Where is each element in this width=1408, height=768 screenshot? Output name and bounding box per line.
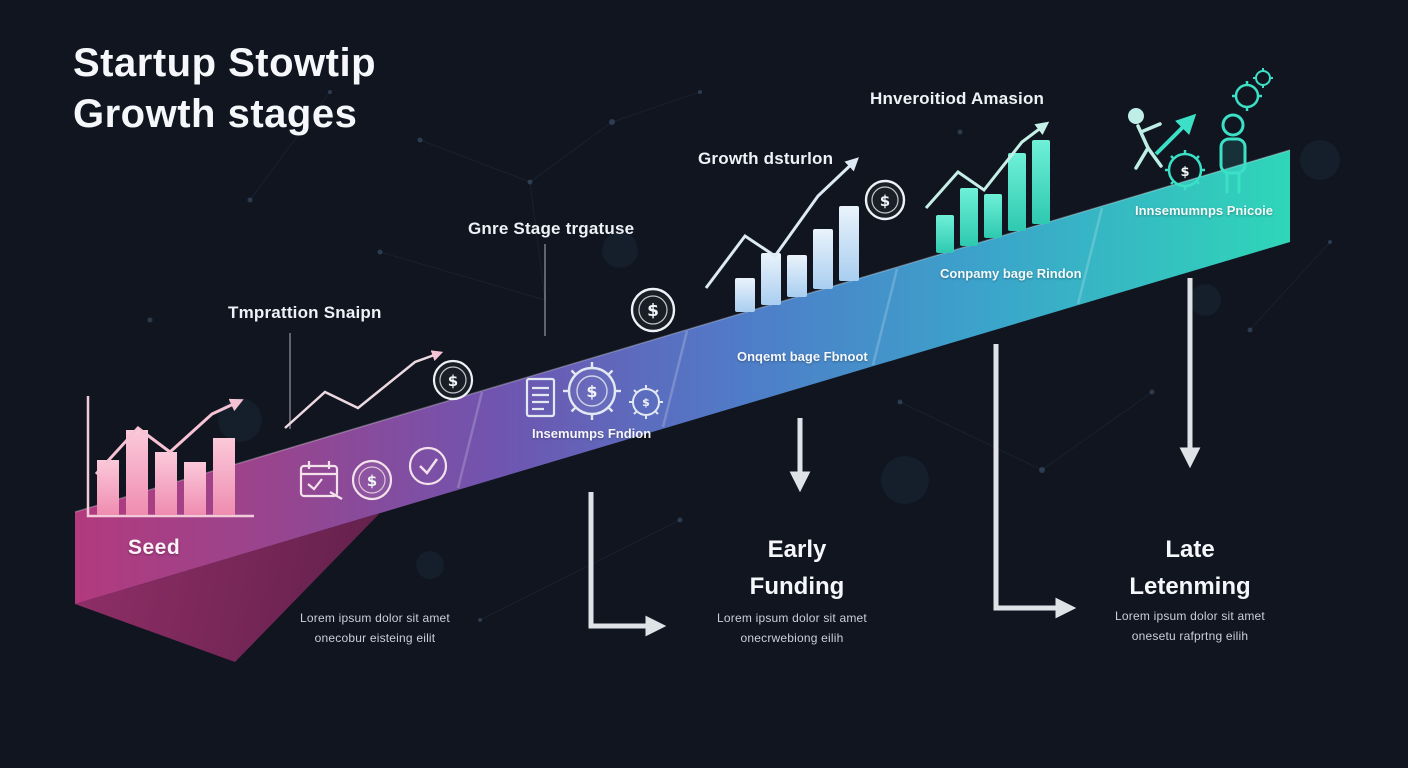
person-climbing-icon bbox=[1128, 108, 1163, 170]
gear-dollar-teal-icon: $ bbox=[1165, 150, 1205, 190]
caption-late: Lorem ipsum dolor sit amet onesetu rafpr… bbox=[1070, 606, 1310, 647]
ramp-stage-label-2: Onqemt bage Fbnoot bbox=[737, 349, 868, 364]
background-network bbox=[147, 90, 1340, 622]
caption-seed-line-1: Lorem ipsum dolor sit amet bbox=[300, 611, 450, 625]
early-line-1: Early bbox=[767, 536, 827, 563]
milestone-connectors bbox=[289, 244, 546, 429]
dollar-glyph: $ bbox=[367, 472, 377, 490]
gear-dollar-icon: $ bbox=[563, 362, 621, 420]
milestone-label-3: Growth dsturlon bbox=[698, 149, 834, 168]
late-line-1: Late bbox=[1165, 536, 1215, 563]
caption-early-line-2: onecrwebiong eilih bbox=[740, 631, 844, 646]
dollar-coin-icon: $ bbox=[864, 179, 906, 221]
dollar-coin-icon: $ bbox=[630, 287, 676, 333]
title-line-2: Growth stages bbox=[73, 92, 358, 137]
dollar-glyph: $ bbox=[880, 192, 890, 210]
document-icon bbox=[525, 377, 556, 418]
gears-icon bbox=[1232, 68, 1273, 111]
flow-arrows bbox=[588, 278, 1201, 637]
dollar-glyph: $ bbox=[586, 382, 597, 401]
person-icon bbox=[1219, 113, 1247, 194]
elbow-arrow-1 bbox=[588, 492, 667, 637]
calendar-icon bbox=[299, 461, 343, 500]
money-coin-icon: $ bbox=[432, 359, 474, 401]
caption-late-line-2: onesetu rafprtng eilih bbox=[1131, 629, 1249, 644]
milestone-label-2: Gnre Stage trgatuse bbox=[468, 219, 635, 238]
stage-label-seed: Seed bbox=[128, 536, 181, 559]
dollar-glyph: $ bbox=[1180, 165, 1189, 180]
seed-bar-chart-icon bbox=[86, 396, 254, 518]
small-gear-icon: $ bbox=[629, 385, 663, 419]
teal-bar-chart-icon bbox=[924, 121, 1050, 253]
caption-seed: Lorem ipsum dolor sit amet onecobur eist… bbox=[255, 608, 495, 649]
ramp-stage-label-1: Insemumps Fndion bbox=[532, 426, 652, 441]
ramp-stage-label-3: Conpamy bage Rindon bbox=[940, 266, 1082, 281]
stage-label-early-funding: Early Funding bbox=[697, 531, 897, 605]
stage-label-late: Late Letenming bbox=[1090, 531, 1290, 605]
title-line-1: Startup Stowtip bbox=[73, 41, 377, 85]
caption-seed-line-2: onecobur eisteing eilit bbox=[314, 631, 436, 646]
caption-late-line-1: Lorem ipsum dolor sit amet bbox=[1115, 609, 1265, 623]
main-title: Startup Stowtip Growth stages bbox=[73, 38, 376, 140]
trend-line-icon bbox=[284, 350, 444, 429]
elbow-arrow-2 bbox=[993, 344, 1077, 619]
dollar-coin-icon: $ bbox=[351, 459, 393, 501]
growth-bar-chart-icon bbox=[704, 157, 859, 312]
late-line-2: Letenming bbox=[1129, 573, 1251, 601]
growth-arrow-icon bbox=[1154, 113, 1197, 156]
milestone-label-1: Tmprattion Snaipn bbox=[228, 303, 382, 322]
dollar-glyph: $ bbox=[642, 396, 650, 409]
dollar-glyph: $ bbox=[448, 372, 458, 390]
caption-early-line-1: Lorem ipsum dolor sit amet bbox=[717, 611, 867, 625]
ramp-stage-label-4: Innsemumnps Pnicoie bbox=[1135, 203, 1273, 218]
milestone-label-4: Hnveroitiod Amasion bbox=[870, 89, 1045, 108]
dollar-glyph: $ bbox=[647, 301, 659, 321]
caption-early: Lorem ipsum dolor sit amet onecrwebiong … bbox=[672, 608, 912, 649]
check-circle-icon bbox=[408, 446, 448, 486]
early-line-2: Funding bbox=[749, 573, 845, 601]
